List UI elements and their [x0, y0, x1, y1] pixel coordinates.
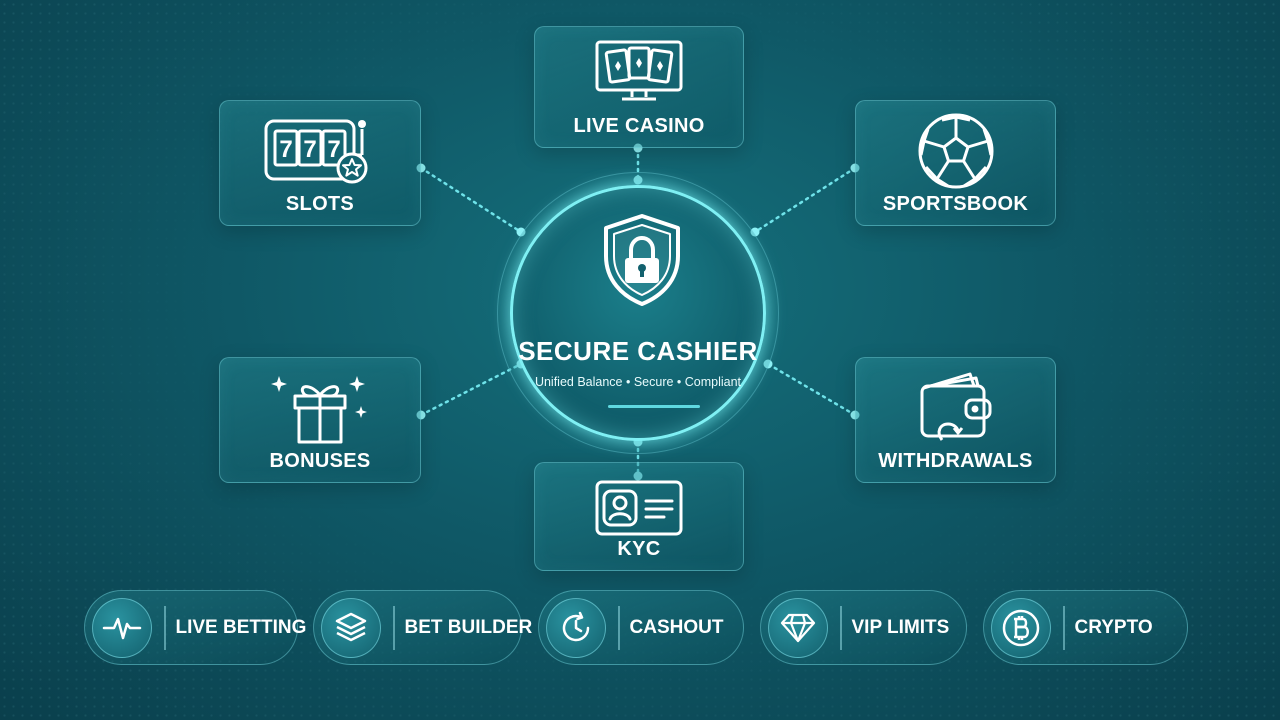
connector-dot — [850, 163, 860, 173]
connector-bonuses — [419, 362, 523, 417]
feature-bet-builder[interactable]: BET BUILDER — [313, 590, 532, 665]
module-label: BONUSES — [269, 450, 371, 472]
feature-label: LIVE BETTING — [175, 616, 307, 638]
feature-label: VIP LIMITS — [851, 616, 950, 638]
diamond-icon — [780, 613, 816, 642]
feature-cashout[interactable]: CASHOUT — [538, 590, 744, 665]
module-label: SPORTSBOOK — [882, 193, 1029, 215]
feature-label: BET BUILDER — [404, 616, 533, 638]
wallet-icon — [920, 372, 991, 441]
svg-text:7: 7 — [303, 136, 316, 163]
connector-dot — [850, 410, 860, 420]
id-card-icon — [595, 480, 683, 536]
module-withdrawals[interactable]: WITHDRAWALS — [855, 357, 1056, 483]
clock-refresh-icon — [562, 611, 590, 641]
shield-lock-icon — [604, 214, 680, 306]
pill-divider — [840, 605, 842, 650]
soccer-ball-icon — [918, 113, 993, 189]
pill-divider — [1063, 605, 1065, 650]
gift-icon — [271, 376, 367, 444]
monitor-cards-icon — [595, 40, 683, 101]
bitcoin-icon — [1002, 609, 1040, 646]
hub-glow-ring: SECURE CASHIER Unified Balance • Secure … — [510, 185, 766, 441]
pill-divider — [393, 605, 395, 650]
module-label: SLOTS — [285, 193, 355, 215]
feature-vip-limits[interactable]: VIP LIMITS — [760, 590, 967, 665]
module-bonuses[interactable]: BONUSES — [219, 357, 421, 483]
module-live-casino[interactable]: LIVE CASINO — [534, 26, 744, 148]
hub-subtitle: Unified Balance • Secure • Compliant — [534, 375, 742, 389]
module-sportsbook[interactable]: SPORTSBOOK — [855, 100, 1056, 226]
feature-label: CRYPTO — [1074, 616, 1153, 638]
layers-icon — [335, 612, 367, 641]
feature-label: CASHOUT — [629, 616, 724, 638]
module-label: WITHDRAWALS — [878, 450, 1033, 472]
module-label: KYC — [617, 538, 661, 560]
pulse-icon — [102, 617, 142, 639]
hub-underline — [608, 405, 700, 408]
svg-text:7: 7 — [327, 136, 340, 163]
svg-text:7: 7 — [279, 136, 292, 163]
pill-divider — [164, 605, 166, 650]
secure-cashier-hub: SECURE CASHIER Unified Balance • Secure … — [497, 172, 779, 454]
hub-title: SECURE CASHIER — [518, 336, 758, 366]
feature-crypto[interactable]: CRYPTO — [983, 590, 1188, 665]
connector-dot — [633, 143, 643, 153]
connector-dot — [416, 410, 426, 420]
module-kyc[interactable]: KYC — [534, 462, 744, 571]
connector-withdrawals — [766, 362, 857, 417]
connector-dot — [416, 163, 426, 173]
connector-slots — [419, 166, 523, 234]
connector-dot — [633, 471, 643, 481]
feature-live-betting[interactable]: LIVE BETTING — [84, 590, 306, 665]
pill-divider — [618, 605, 620, 650]
module-label: LIVE CASINO — [573, 115, 705, 137]
connector-sportsbook — [753, 166, 857, 234]
